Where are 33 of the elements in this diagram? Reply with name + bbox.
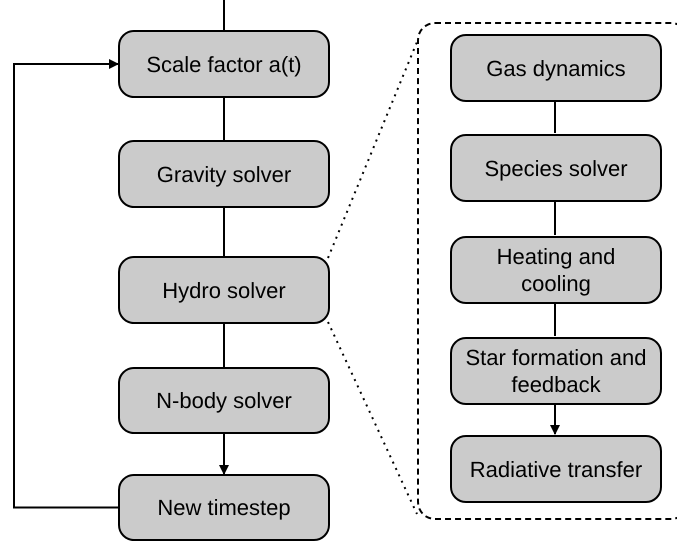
arrow — [219, 434, 229, 475]
process-box — [118, 474, 330, 541]
connector-line — [223, 324, 225, 367]
arrow — [550, 404, 560, 435]
box-label: Gas dynamics — [486, 54, 626, 82]
process-box — [450, 236, 662, 304]
connector-line — [554, 101, 556, 133]
process-box — [450, 34, 662, 102]
process-box — [450, 134, 662, 202]
box-label: Scale factor a(t) — [146, 50, 302, 78]
box-label: Radiative transfer — [470, 456, 642, 482]
box-label: N-body solver — [156, 387, 292, 414]
process-box — [450, 435, 662, 503]
box-label: Star formation and feedback — [464, 344, 648, 398]
process-box — [450, 337, 662, 405]
connector-line — [223, 0, 225, 30]
process-box — [118, 30, 330, 98]
dashed-group-frame — [417, 22, 677, 520]
process-box — [118, 256, 330, 324]
connector-line — [223, 98, 225, 140]
box-label: New timestep — [157, 494, 291, 521]
arrow — [13, 59, 119, 508]
process-box — [118, 140, 330, 208]
connector-line — [554, 303, 556, 336]
box-label: Heating and cooling — [496, 243, 616, 297]
dotted-zoom-line — [327, 42, 418, 258]
box-label: Hydro solver — [162, 276, 286, 304]
dotted-zoom-line — [327, 322, 418, 514]
connector-line — [223, 208, 225, 256]
process-box — [118, 367, 330, 434]
box-label: Species solver — [484, 154, 628, 182]
connector-line — [554, 201, 556, 235]
box-label: Gravity solver — [156, 160, 292, 188]
